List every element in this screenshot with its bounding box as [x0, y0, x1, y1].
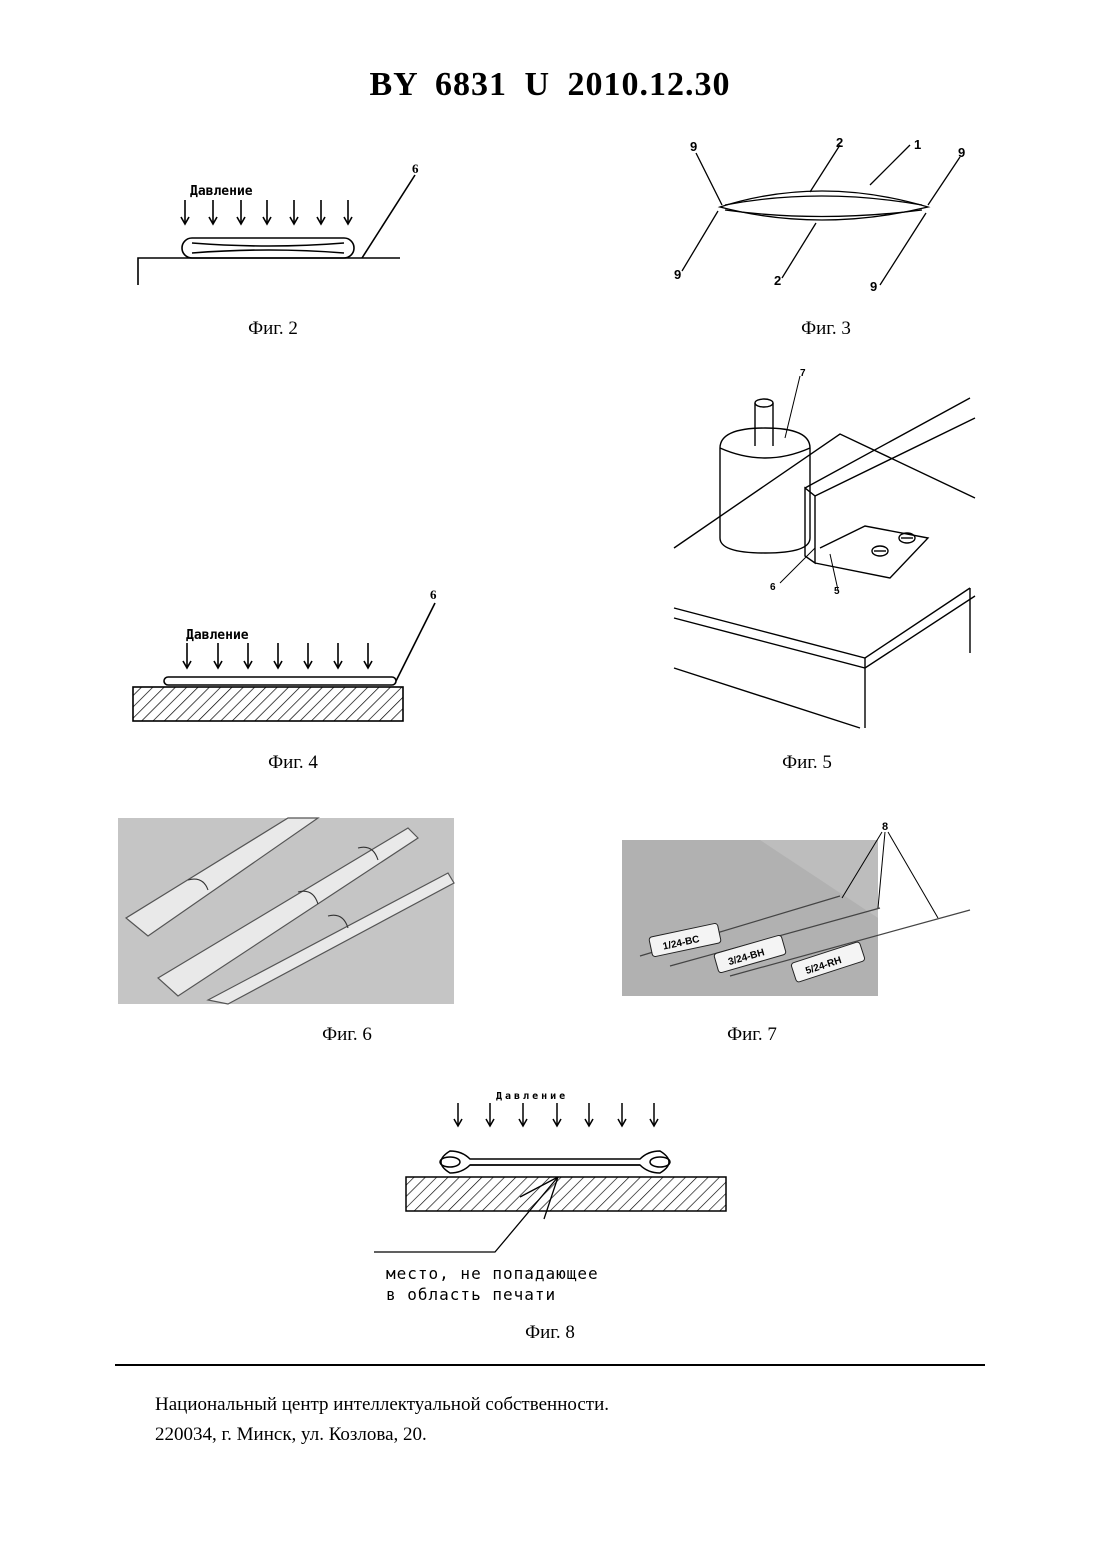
- fig3-ref-9a: 9: [690, 139, 697, 154]
- footer-org-name: Национальный центр интеллектуальной собс…: [155, 1390, 609, 1420]
- fig3-ref-2a: 2: [836, 135, 843, 150]
- fig3-ref-2b: 2: [774, 273, 781, 288]
- figure-2-drawing: Давление 6: [130, 155, 420, 295]
- document-title: BY 6831 U 2010.12.30: [0, 66, 1100, 104]
- fig2-pressure-label: Давление: [190, 184, 253, 199]
- figure-5-drawing: 7 6 5: [670, 368, 980, 738]
- fig8-note-line-2: в область печати: [386, 1285, 556, 1304]
- fig4-caption: Фиг. 4: [213, 752, 373, 774]
- footer-divider: [115, 1364, 985, 1366]
- figure-3-drawing: 9 2 1 9 9 2 9: [670, 135, 980, 295]
- fig5-caption: Фиг. 5: [727, 752, 887, 774]
- fig6-caption: Фиг. 6: [267, 1024, 427, 1046]
- fig8-note-line-1: место, не попадающее: [386, 1264, 599, 1283]
- fig3-ref-9b: 9: [958, 145, 965, 160]
- figure-4-drawing: Давление 6: [130, 585, 450, 725]
- fig5-ref-7: 7: [800, 368, 806, 379]
- fig3-ref-1: 1: [914, 137, 921, 152]
- footer-address: 220034, г. Минск, ул. Козлова, 20.: [155, 1420, 427, 1450]
- fig5-ref-5: 5: [834, 586, 840, 597]
- figure-7-photo: 1/24-BC 3/24-BH 5/24-RH 8: [620, 818, 980, 998]
- fig8-pressure-label: Давление: [496, 1091, 568, 1102]
- fig4-pressure-label: Давление: [186, 628, 249, 643]
- figure-8-drawing: Давление место, не попадающее в область …: [370, 1085, 740, 1310]
- fig2-ref-6: 6: [412, 161, 419, 176]
- fig3-ref-9c: 9: [674, 267, 681, 282]
- fig7-caption: Фиг. 7: [672, 1024, 832, 1046]
- fig3-caption: Фиг. 3: [746, 318, 906, 340]
- figure-6-photo: [118, 818, 454, 1004]
- fig2-caption: Фиг. 2: [193, 318, 353, 340]
- fig7-ref-8: 8: [882, 821, 888, 833]
- fig5-ref-6: 6: [770, 582, 776, 593]
- fig3-ref-9d: 9: [870, 279, 877, 294]
- fig4-ref-6: 6: [430, 587, 437, 602]
- fig8-caption: Фиг. 8: [470, 1322, 630, 1344]
